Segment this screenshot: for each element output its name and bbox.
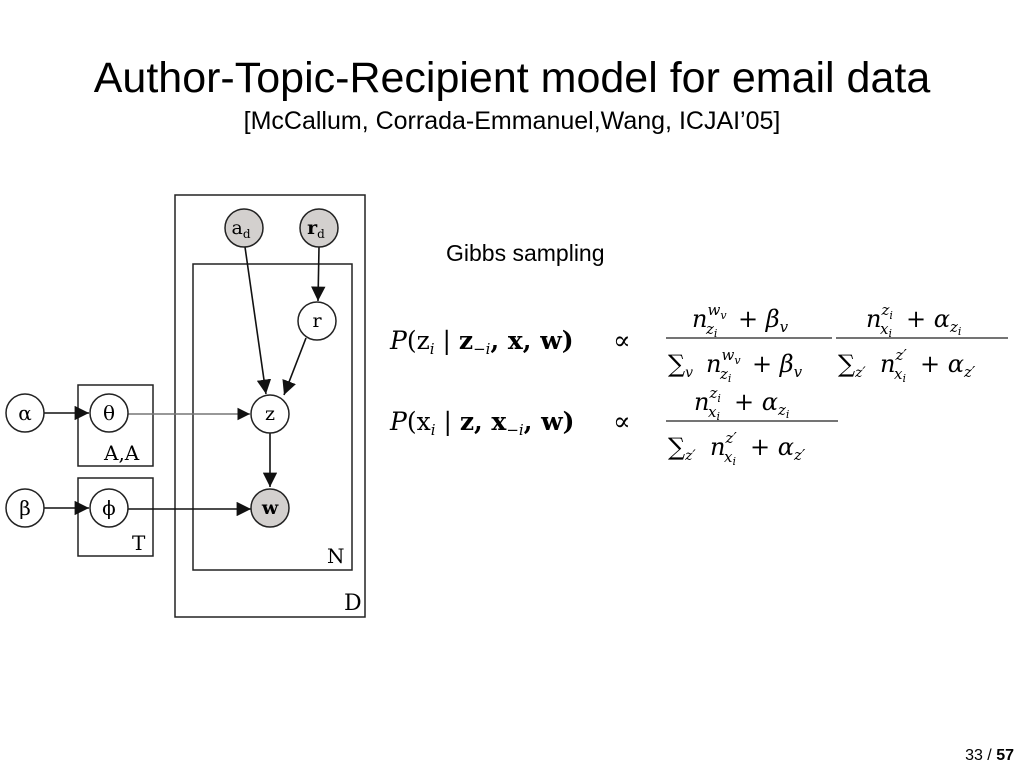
edge-ad-z	[244, 246, 272, 395]
svg-text:α: α	[18, 401, 32, 425]
node-theta: θ	[89, 393, 129, 433]
node-phi: ϕ	[89, 488, 129, 528]
edge-r-z	[282, 337, 307, 396]
node-alpha: α	[5, 393, 45, 433]
gibbs-sampling-label: Gibbs sampling	[446, 240, 605, 266]
node-z: z	[250, 394, 290, 434]
svg-text:rd: rd	[307, 217, 325, 241]
edge-rd-r	[311, 246, 326, 302]
svg-text:∑z′nz′: ∑z′nz′	[838, 346, 907, 381]
gibbs-equation-author: P(xi | z, x−i, w) ∝ nzi xi + αzi ∑z′nz′ …	[389, 384, 838, 468]
svg-text:ad: ad	[231, 217, 250, 241]
svg-text:+ αzi: + αzi	[734, 388, 789, 421]
svg-text:nwv: nwv	[692, 301, 727, 333]
svg-text:P(xi | z, x−i, w): P(xi | z, x−i, w)	[389, 407, 574, 439]
svg-text:β: β	[19, 496, 31, 520]
svg-text:zi: zi	[719, 365, 731, 385]
svg-text:z: z	[265, 403, 275, 425]
node-beta: β	[5, 488, 45, 528]
document-plate	[174, 194, 366, 618]
page-total: 57	[996, 747, 1014, 764]
svg-text:r: r	[312, 310, 322, 332]
author-plate-label: A,A	[103, 441, 140, 465]
svg-text:θ: θ	[103, 401, 115, 425]
node-w-observed: w	[250, 488, 290, 528]
slide-title: Author-Topic-Recipient model for email d…	[93, 54, 931, 102]
svg-text:P(zi | z−i, x, w): P(zi | z−i, x, w)	[389, 326, 574, 358]
svg-text:xi: xi	[708, 403, 720, 423]
svg-text:+ βv: + βv	[738, 305, 789, 336]
svg-text:nzi: nzi	[694, 384, 721, 416]
svg-text:zi: zi	[705, 320, 717, 340]
svg-text:+ αzi: + αzi	[906, 305, 961, 338]
author-plate	[77, 384, 154, 467]
svg-text:nzi: nzi	[866, 301, 893, 333]
topic-plate-label: T	[132, 531, 146, 555]
svg-text:ϕ: ϕ	[102, 496, 116, 520]
slide-subtitle: [McCallum, Corrada-Emmanuel,Wang, ICJAI’…	[243, 107, 781, 135]
svg-text:w: w	[261, 497, 279, 519]
node-ad-observed: ad	[224, 208, 264, 248]
svg-text:+ αz′: + αz′	[920, 350, 976, 381]
page-separator: /	[982, 747, 997, 764]
page-number: 33 / 57	[965, 746, 1014, 766]
proportional-symbol-2: ∝	[613, 407, 631, 437]
svg-text:xi: xi	[724, 448, 736, 468]
proportional-symbol-1: ∝	[613, 326, 631, 356]
word-plate	[192, 263, 353, 571]
node-r: r	[297, 301, 337, 341]
svg-text:xi: xi	[894, 365, 906, 385]
page-current: 33	[965, 747, 983, 764]
svg-text:xi: xi	[880, 320, 892, 340]
node-rd-observed: rd	[299, 208, 339, 248]
word-plate-label: N	[327, 544, 345, 568]
svg-text:+ αz′: + αz′	[750, 433, 806, 464]
document-plate-label: D	[344, 591, 362, 616]
topic-plate	[77, 477, 154, 557]
svg-text:∑z′nz′: ∑z′nz′	[668, 429, 737, 464]
svg-text:+ βv: + βv	[752, 350, 803, 381]
